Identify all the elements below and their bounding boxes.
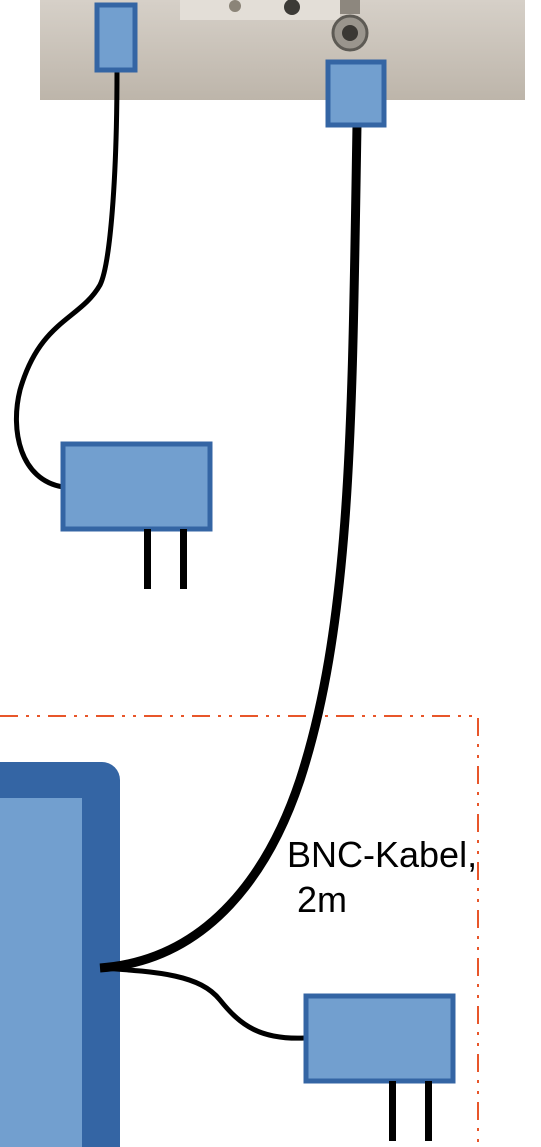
power-cable-upper (13, 69, 120, 490)
power-cable-lower (101, 965, 306, 1041)
power-plug-icon (60, 441, 213, 589)
connector-icon (94, 2, 138, 73)
bnc-connector (325, 59, 387, 128)
bnc-cable (99, 124, 362, 973)
cable-label-line2: 2m (287, 879, 347, 920)
cable-label-line1: BNC-Kabel, (287, 834, 477, 875)
enclosure-boundary (0, 715, 479, 1147)
power-plug-icon (303, 993, 456, 1141)
measurement-device (0, 762, 120, 1147)
